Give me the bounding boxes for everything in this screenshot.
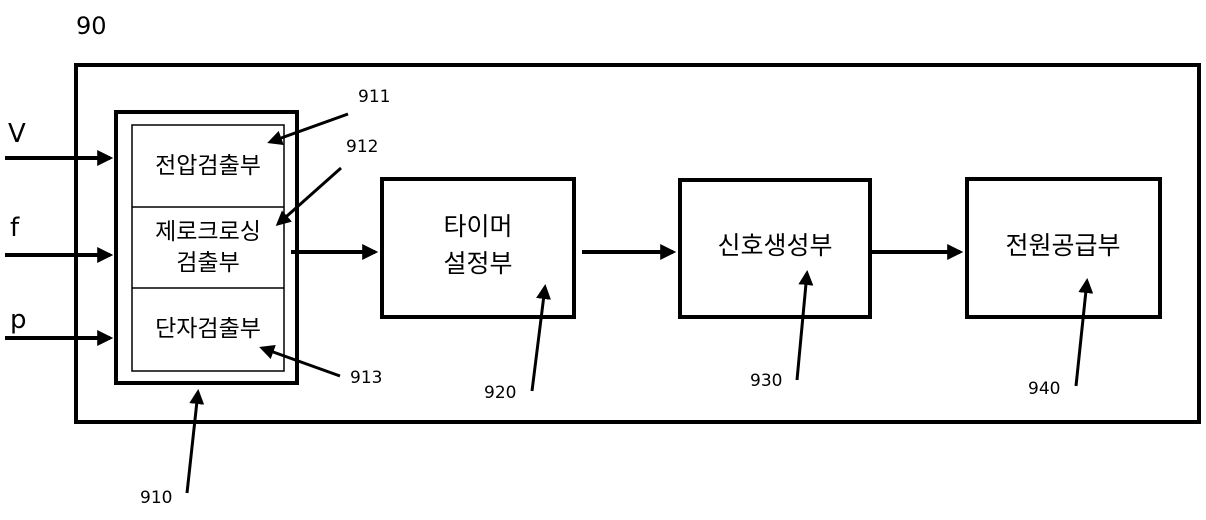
leader-911 bbox=[267, 112, 349, 146]
subunit-zero-crossing-line1: 제로크로싱 bbox=[155, 219, 261, 245]
leader-920 bbox=[530, 284, 551, 392]
signal-generator-label: 신호생성부 bbox=[717, 231, 832, 260]
input-label-p: p bbox=[10, 305, 27, 335]
leader-913 bbox=[259, 344, 341, 378]
leader-930 bbox=[795, 270, 814, 381]
signal-generator-block bbox=[678, 178, 872, 319]
subunit-ref-913: 913 bbox=[350, 368, 382, 388]
input-label-f: f bbox=[10, 213, 20, 243]
leader-940 bbox=[1074, 278, 1094, 387]
subunit-ref-912: 912 bbox=[346, 137, 378, 157]
subunit-voltage-detector: 전압검출부 bbox=[155, 153, 261, 179]
detector-block bbox=[114, 110, 299, 385]
block-ref-940: 940 bbox=[1028, 379, 1060, 399]
detector-inner-frame bbox=[131, 124, 285, 372]
leader-910 bbox=[185, 389, 205, 494]
power-supply-label: 전원공급부 bbox=[1005, 231, 1120, 260]
subunit-terminal-detector: 단자검출부 bbox=[155, 316, 261, 342]
module-box bbox=[74, 63, 1201, 424]
input-label-v: V bbox=[8, 119, 26, 149]
timer-setting-line1: 타이머 bbox=[443, 212, 512, 241]
detector-ref: 910 bbox=[140, 488, 172, 508]
block-ref-930: 930 bbox=[750, 371, 782, 391]
block-ref-920: 920 bbox=[484, 383, 516, 403]
subunit-ref-911: 911 bbox=[358, 87, 390, 107]
leader-912 bbox=[275, 166, 342, 226]
timer-setting-block bbox=[380, 177, 576, 319]
subunit-zero-crossing-line2: 검출부 bbox=[176, 250, 239, 276]
timer-setting-line2: 설정부 bbox=[443, 249, 512, 278]
power-supply-block bbox=[965, 177, 1162, 319]
module-ref: 90 bbox=[76, 12, 107, 40]
